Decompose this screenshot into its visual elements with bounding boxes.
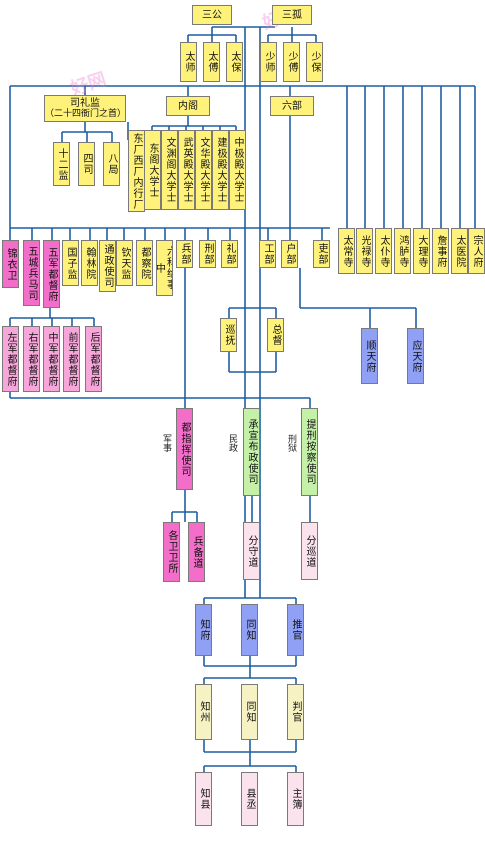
wuyingdian-box: 武英殿大学士 xyxy=(178,130,195,210)
libu-personnel-box: 吏部 xyxy=(313,240,330,268)
xunfu-box: 巡抚 xyxy=(220,318,237,352)
liukejishizhong-box: 六科给事中 xyxy=(156,240,173,296)
liubu-box: 六部 xyxy=(270,96,314,116)
zhanshifu-box: 詹事府 xyxy=(432,228,449,274)
jianjidian-box: 建极殿大学士 xyxy=(212,130,229,210)
chengxuanbuzhengshisi-box: 承宣布政使司 xyxy=(243,408,260,496)
youjun-box: 右军都督府 xyxy=(23,326,40,392)
fenxundao-box: 分巡道 xyxy=(301,522,318,580)
tixingancha-box: 提刑按察使司 xyxy=(301,408,318,496)
neige-box: 内阁 xyxy=(166,96,210,116)
sisi-box: 四司 xyxy=(78,142,95,186)
qintianjian-box: 钦天监 xyxy=(116,240,133,286)
silijian-subtitle: （二十四衙门之首） xyxy=(45,108,126,119)
hubu-box: 户部 xyxy=(281,240,298,268)
zhubu-box: 主簿 xyxy=(287,772,304,826)
taishi-box: 太师 xyxy=(180,42,197,82)
label-minzheng: 民政 xyxy=(227,434,237,452)
xiancheng-box: 县丞 xyxy=(241,772,258,826)
shaofu-box: 少傅 xyxy=(283,42,300,82)
zhizhou-box: 知州 xyxy=(195,684,212,740)
wujunduduфу-box: 五军都督府 xyxy=(43,240,60,308)
taichangsi-box: 太常寺 xyxy=(338,228,355,274)
silijian-box: 司礼监 （二十四衙门之首） xyxy=(44,95,126,122)
duchayuan-box: 都察院 xyxy=(136,240,153,286)
zongrenfu-box: 宗人府 xyxy=(468,228,485,274)
wenyuange-box: 文渊阁大学士 xyxy=(161,130,178,210)
zhifu-box: 知府 xyxy=(195,604,212,656)
taiyiyuan-box: 太医院 xyxy=(451,228,468,274)
zuojun-box: 左军都督府 xyxy=(2,326,19,392)
tongzhi-zhou-box: 同知 xyxy=(241,684,258,740)
tongzhi-fu-box: 同知 xyxy=(241,604,258,656)
taibao-box: 太保 xyxy=(226,42,243,82)
guozijian-box: 国子监 xyxy=(62,240,79,286)
guanglusi-box: 光禄寺 xyxy=(356,228,373,274)
jinyiwei-box: 锦衣卫 xyxy=(2,240,19,288)
yingtianfu-box: 应天府 xyxy=(407,328,424,384)
houjun-box: 后军都督府 xyxy=(85,326,102,392)
zongdu-box: 总督 xyxy=(267,318,284,352)
shuntianfu-box: 顺天府 xyxy=(361,328,378,384)
xingbu-box: 刑部 xyxy=(199,240,216,268)
dongge-box: 东阁大学士 xyxy=(144,130,161,210)
taifu-box: 太傅 xyxy=(203,42,220,82)
bingbeidao-box: 兵备道 xyxy=(188,522,205,582)
duzhihuishisi-box: 都指挥使司 xyxy=(176,408,193,490)
tongzhengshisi-box: 通政使司 xyxy=(99,240,116,292)
fenshoudao-box: 分守道 xyxy=(243,522,260,580)
zhixian-box: 知县 xyxy=(195,772,212,826)
sangu-box: 三孤 xyxy=(272,5,312,25)
weisuo-box: 各卫卫所 xyxy=(163,522,180,582)
shaoshi-box: 少师 xyxy=(260,42,277,82)
label-xingyu: 刑狱 xyxy=(286,434,296,452)
dalisi-box: 大理寺 xyxy=(413,228,430,274)
panguan-box: 判官 xyxy=(287,684,304,740)
tuiguan-box: 推官 xyxy=(287,604,304,656)
qianjun-box: 前军都督府 xyxy=(63,326,80,392)
taipusi-box: 太仆寺 xyxy=(375,228,392,274)
gongbu-box: 工部 xyxy=(259,240,276,268)
silijian-title: 司礼监 xyxy=(70,97,100,109)
hanlinyuan-box: 翰林院 xyxy=(81,240,98,286)
sangong-box: 三公 xyxy=(192,5,232,25)
libu-rites-box: 礼部 xyxy=(221,240,238,268)
zhongjun-box: 中军都督府 xyxy=(43,326,60,392)
wuchengbingmasi-box: 五城兵马司 xyxy=(23,240,40,306)
bajv-box: 八局 xyxy=(103,142,120,186)
changchang-box: 东厂西厂内行厂 xyxy=(128,130,145,212)
label-junshi: 军事 xyxy=(161,434,171,452)
shaobao-box: 少保 xyxy=(306,42,323,82)
shierjian-box: 十二监 xyxy=(53,142,70,186)
zhongjidian-box: 中极殿大学士 xyxy=(229,130,246,210)
bingbu-box: 兵部 xyxy=(176,240,193,268)
honglusi-box: 鸿胪寺 xyxy=(394,228,411,274)
wenhuadian-box: 文华殿大学士 xyxy=(195,130,212,210)
